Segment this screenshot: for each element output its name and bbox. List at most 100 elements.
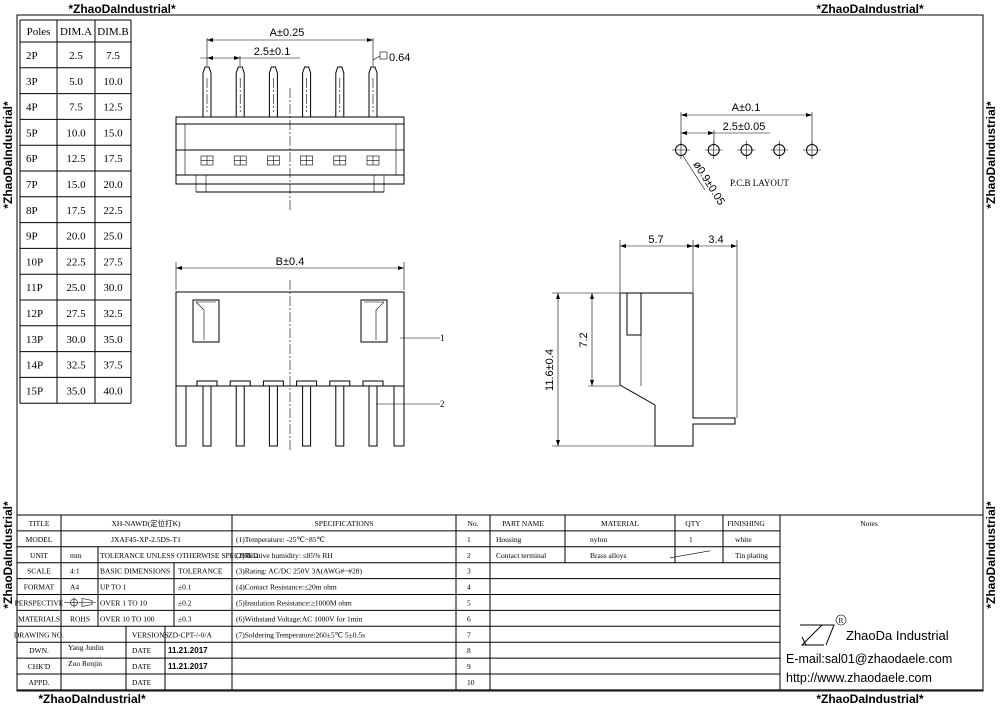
watermark-bottom-right: *ZhaoDaIndustrial* [816, 692, 924, 706]
title-block-v2: UP TO 1 [100, 583, 127, 592]
part-name: Contact terminal [496, 551, 546, 560]
title-block-v2: VERSIONS [132, 630, 169, 639]
dim-table-dim-a: 27.5 [66, 308, 86, 320]
watermark-left-lower: *ZhaoDaIndustrial* [1, 501, 15, 609]
dim-table-poles: 12P [26, 308, 43, 320]
spec-number: 6 [467, 614, 471, 623]
pin-slot [300, 155, 313, 166]
front-pin-leg [335, 386, 345, 447]
title-block-v3: 11.21.2017 [168, 662, 208, 671]
top-pin [268, 66, 278, 117]
callout-1: 1 [440, 333, 445, 343]
title-block-v3: TOLERANCE [178, 567, 223, 576]
title-block-v2: TOLERANCE UNLESS OTHERWISE SPECIFIED [100, 551, 259, 560]
top-pin [235, 66, 245, 117]
dim-a-label: A±0.25 [270, 27, 305, 39]
title-block-value: XH-NAWD(定位打K) [112, 518, 181, 528]
dim-table-poles: 9P [26, 231, 38, 243]
title-block-label: CHK'D [28, 662, 51, 671]
side-dim-w2-label: 3.4 [708, 234, 723, 246]
dim-table-dim-b: 35.0 [103, 334, 123, 346]
dim-table-poles: 5P [26, 127, 38, 139]
spec-number: 2 [467, 551, 471, 560]
title-block-label: MODEL [26, 535, 53, 544]
spec-number: 1 [467, 535, 471, 544]
dim-table-dim-a: 2.5 [69, 50, 83, 62]
title-block-v3: ±0.1 [178, 583, 192, 592]
company-url: http://www.zhaodaele.com [786, 671, 932, 685]
dim-table-dim-b: 32.5 [103, 308, 123, 320]
front-pin-top [329, 380, 351, 386]
spec-line: (7)Soldering Temperature:260±5℃ 5±0.5s [236, 630, 365, 639]
part-finish: white [735, 535, 752, 544]
dim-table-dim-b: 20.0 [103, 179, 123, 191]
watermark-bottom-left: *ZhaoDaIndustrial* [38, 692, 146, 706]
dim-table-poles: 14P [26, 360, 43, 372]
top-pin [202, 66, 212, 117]
title-block-label: DRAWING NO. [14, 630, 64, 639]
spec-line: (4)Contact Resistance:≤20m ohm [236, 583, 337, 592]
front-pin-top [296, 380, 318, 386]
spec-line: (1)Temperature: -25℃~85℃ [236, 535, 325, 544]
spec-header: SPECIFICATIONS [315, 519, 374, 528]
logo-mark: R [839, 616, 844, 625]
front-pin-leg [235, 386, 245, 447]
parts-header: MATERIAL [601, 519, 639, 528]
no-header: No. [467, 519, 478, 528]
top-pin [335, 66, 345, 117]
dim-table-dim-b: 22.5 [103, 205, 123, 217]
pcb-dim-a-label: A±0.1 [732, 102, 761, 114]
side-dim-h2-label: 7.2 [578, 332, 590, 347]
spec-number: 4 [467, 583, 471, 592]
dim-table-dim-a: 17.5 [66, 205, 86, 217]
title-block-v2: OVER 10 TO 100 [100, 614, 155, 623]
pin-slot [267, 155, 280, 166]
front-pin-top [229, 380, 251, 386]
title-block-v3: ZD-CPT-/-0/A [168, 630, 212, 639]
pcb-hole [737, 141, 756, 159]
dim-table-poles: 8P [26, 205, 38, 217]
dim-table-dim-b: 30.0 [103, 282, 123, 294]
title-block-label: TITLE [29, 519, 50, 528]
title-block-label: FORMAT [24, 583, 55, 592]
title-block-v1: Yang Junlin [68, 643, 104, 652]
dim-table-dim-a: 7.5 [69, 102, 83, 114]
title-block-v3: ±0.2 [178, 599, 192, 608]
dim-table-dim-b: 10.0 [103, 76, 123, 88]
spec-line: (3)Rating: AC/DC 250V 3A(AWG#~#28) [236, 567, 363, 576]
title-block-v2: DATE [132, 646, 152, 655]
pin-slot [200, 155, 214, 166]
spec-number: 10 [467, 678, 475, 687]
spec-number: 5 [467, 599, 471, 608]
front-pin-top [362, 380, 384, 386]
parts-header: Notes [860, 519, 878, 528]
dim-table-dim-b: 25.0 [103, 231, 123, 243]
dim-table-poles: 4P [26, 102, 38, 114]
spec-number: 7 [467, 630, 471, 639]
dim-table-dim-a: 32.5 [66, 360, 86, 372]
parts-header: PART NAME [502, 519, 544, 528]
dim-table-dim-b: 15.0 [103, 127, 123, 139]
watermark-right-lower: *ZhaoDaIndustrial* [984, 501, 998, 609]
pcb-hole [803, 141, 821, 159]
pin-slot [333, 155, 347, 166]
dim-table-dim-a: 30.0 [66, 334, 86, 346]
pin-slot [366, 155, 380, 166]
dim-table-dim-b: 27.5 [103, 256, 123, 268]
dim-table-dim-b: 40.0 [103, 385, 123, 397]
pin-slot [233, 155, 247, 166]
watermark-left-upper: *ZhaoDaIndustrial* [1, 101, 15, 209]
watermark-top-right: *ZhaoDaIndustrial* [816, 2, 924, 16]
parts-header: QTY [685, 519, 701, 528]
company-name: ZhaoDa Industrial [846, 628, 949, 643]
pcb-hole [770, 141, 789, 159]
dim-table-dim-b: 12.5 [103, 102, 123, 114]
spec-number: 9 [467, 662, 471, 671]
dim-pin-label: 0.64 [389, 52, 410, 64]
projection-symbol [64, 597, 96, 608]
dim-table-dim-a: 10.0 [66, 127, 86, 139]
title-block-v1: Zuo Renjin [68, 659, 102, 668]
